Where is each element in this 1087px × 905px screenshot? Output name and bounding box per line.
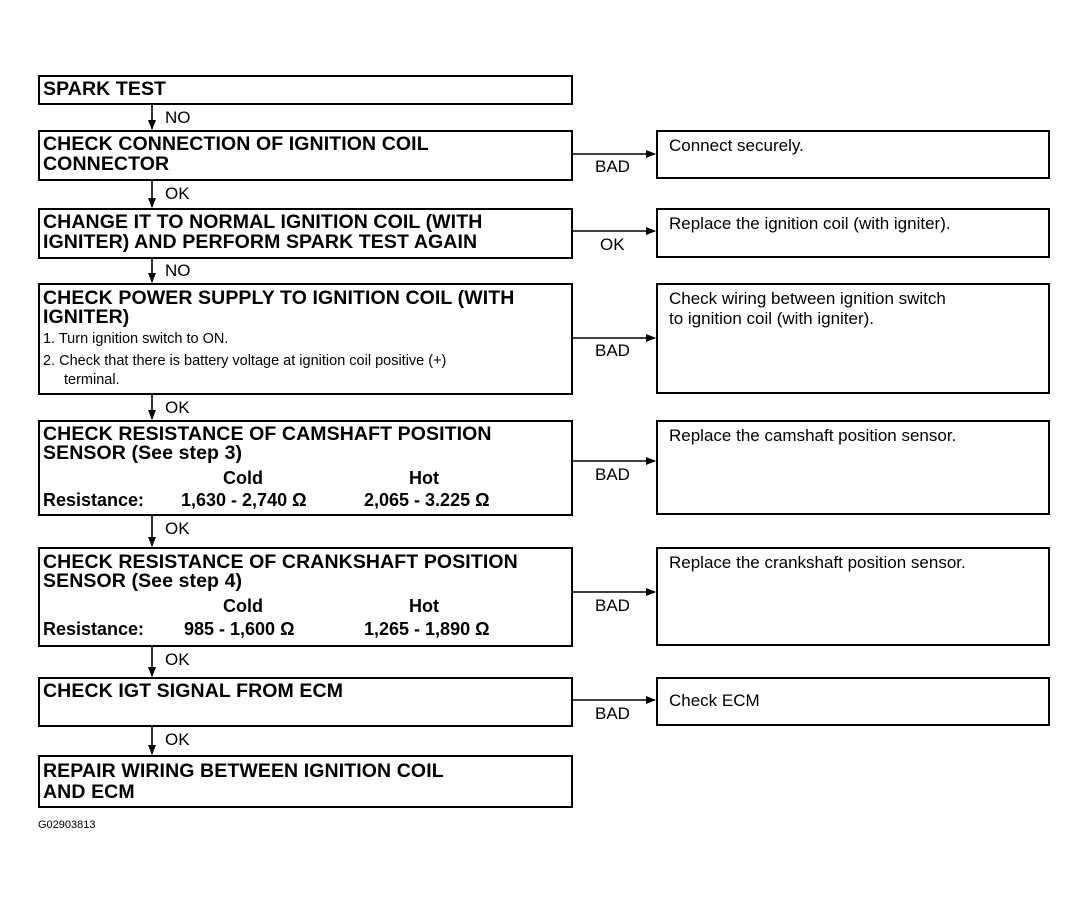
box-title-line: CHECK RESISTANCE OF CRANKSHAFT POSITION — [43, 551, 518, 573]
box-title-line: SENSOR (See step 4) — [43, 570, 243, 592]
action-check-wiring: Check wiring between ignition switch to … — [656, 283, 1050, 394]
action-text: Replace the crankshaft position sensor. — [669, 553, 966, 572]
action-replace-crankshaft: Replace the crankshaft position sensor. — [656, 547, 1050, 646]
resistance-label: Resistance: — [43, 619, 145, 639]
action-connect: Connect securely. — [656, 130, 1050, 179]
cold-value: 985 - 1,600 Ω — [184, 619, 295, 639]
box-title-line: CHECK RESISTANCE OF CAMSHAFT POSITION — [43, 423, 492, 445]
action-text: Replace the ignition coil (with igniter)… — [669, 214, 951, 233]
cold-header: Cold — [223, 468, 263, 488]
action-check-ecm: Check ECM — [656, 677, 1050, 726]
box-title-line: IGNITER) — [43, 306, 130, 328]
step-2: 2. Check that there is battery voltage a… — [43, 353, 447, 369]
box-spark-test: SPARK TEST — [38, 75, 573, 105]
box-check-power: CHECK POWER SUPPLY TO IGNITION COIL (WIT… — [38, 283, 573, 395]
box-check-igt: CHECK IGT SIGNAL FROM ECM — [38, 677, 573, 727]
side-label: BAD — [595, 596, 630, 615]
down-label: NO — [165, 261, 191, 280]
action-text: Connect securely. — [669, 136, 804, 155]
step-2-cont: terminal. — [64, 372, 120, 388]
action-text: Replace the camshaft position sensor. — [669, 426, 957, 445]
hot-value: 1,265 - 1,890 Ω — [364, 619, 490, 639]
box-title-line: SPARK TEST — [43, 78, 167, 100]
action-text: to ignition coil (with igniter). — [669, 309, 875, 328]
box-change-coil: CHANGE IT TO NORMAL IGNITION COIL (WITH … — [38, 208, 573, 259]
box-title-line: CHANGE IT TO NORMAL IGNITION COIL (WITH — [43, 211, 483, 233]
cold-value: 1,630 - 2,740 Ω — [181, 490, 307, 510]
side-label: BAD — [595, 157, 630, 176]
down-label: OK — [165, 398, 190, 417]
hot-value: 2,065 - 3.225 Ω — [364, 490, 490, 510]
box-title-line: CHECK POWER SUPPLY TO IGNITION COIL (WIT… — [43, 287, 515, 309]
cold-header: Cold — [223, 596, 263, 616]
box-title-line: IGNITER) AND PERFORM SPARK TEST AGAIN — [43, 231, 478, 253]
down-label: OK — [165, 184, 190, 203]
figure-id: G02903813 — [38, 819, 96, 831]
box-check-crankshaft: CHECK RESISTANCE OF CRANKSHAFT POSITION … — [38, 547, 573, 647]
box-check-camshaft: CHECK RESISTANCE OF CAMSHAFT POSITION SE… — [38, 420, 573, 516]
down-label: NO — [165, 108, 191, 127]
action-replace-camshaft: Replace the camshaft position sensor. — [656, 420, 1050, 515]
side-label: BAD — [595, 465, 630, 484]
resistance-label: Resistance: — [43, 490, 145, 510]
action-replace-coil: Replace the ignition coil (with igniter)… — [656, 208, 1050, 258]
down-label: OK — [165, 650, 190, 669]
step-1: 1. Turn ignition switch to ON. — [43, 331, 229, 347]
box-title-line: CHECK IGT SIGNAL FROM ECM — [43, 680, 344, 702]
side-label: OK — [600, 235, 625, 254]
hot-header: Hot — [409, 468, 439, 488]
hot-header: Hot — [409, 596, 439, 616]
side-label: BAD — [595, 341, 630, 360]
box-title-line: AND ECM — [43, 781, 135, 803]
box-repair-wiring: REPAIR WIRING BETWEEN IGNITION COIL AND … — [38, 755, 573, 808]
action-text: Check ECM — [669, 691, 760, 710]
action-text: Check wiring between ignition switch — [669, 289, 946, 308]
down-label: OK — [165, 730, 190, 749]
box-title-line: SENSOR (See step 3) — [43, 442, 243, 464]
box-title-line: CONNECTOR — [43, 153, 170, 175]
box-title-line: CHECK CONNECTION OF IGNITION COIL — [43, 133, 429, 155]
down-label: OK — [165, 519, 190, 538]
side-label: BAD — [595, 704, 630, 723]
box-title-line: REPAIR WIRING BETWEEN IGNITION COIL — [43, 760, 444, 782]
box-check-connection: CHECK CONNECTION OF IGNITION COIL CONNEC… — [38, 130, 573, 181]
